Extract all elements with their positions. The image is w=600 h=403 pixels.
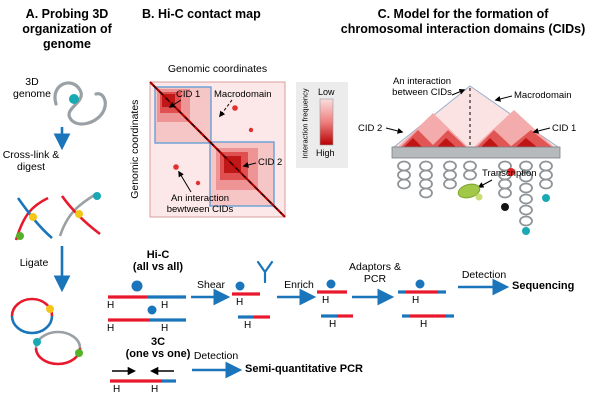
antibody-icon [256,260,274,284]
cid1-label-model: CID 1 [552,123,577,134]
h-label: H [107,323,115,334]
enriched-fragments [317,279,353,318]
h-label: H [161,300,169,311]
hic-library-fragments [108,280,186,322]
map-pointer-arrows [168,99,257,193]
cid-model-triangles [391,85,561,159]
detection-label-sequencing: Detection [461,269,507,281]
crosslinked-fragments [14,192,101,241]
cid1-label-map: CID 1 [176,89,201,100]
enrich-label: Enrich [284,279,314,291]
adaptor-ligated-products [398,279,454,318]
detection-label-pcr: Detection [193,350,239,362]
cid-interaction-label-model: An interaction between CIDs [392,76,452,99]
crosslink-digest-label: Cross-link & digest [2,149,60,174]
hic-method-title: Hi-C [146,249,170,261]
c3-template [110,366,176,383]
model-pointer-arrows [385,88,551,188]
semi-quantitative-pcr-label: Semi-quantitative PCR [245,363,363,375]
genomic-coordinates-left-label: Genomic coordinates [128,99,141,199]
genomic-coordinates-top-label: Genomic coordinates [167,63,268,75]
genome-squiggle [53,81,107,126]
h-label: H [244,320,252,331]
scale-high-label: High [316,148,335,158]
interaction-frequency-scale [296,82,348,168]
dna-mark-dots [501,168,550,235]
h-label: H [113,384,121,395]
sheared-fragments [232,281,270,319]
shear-label: Shear [196,279,226,291]
transcription-label: Transcription [482,168,537,179]
h-label: H [151,384,159,395]
ligate-label: Ligate [19,257,49,269]
macrodomain-label-model: Macrodomain [514,90,572,101]
cid2-label-map: CID 2 [258,157,283,168]
h-label: H [420,319,428,330]
h-label: H [329,319,337,330]
adaptors-pcr-label: Adaptors & PCR [349,261,401,286]
h-label: H [412,295,420,306]
cid2-label-model: CID 2 [358,123,383,134]
h-label: H [236,297,244,308]
ligated-fragments [10,297,83,366]
rna-polymerase-icon [457,183,483,201]
cid-interaction-label-map: An interaction bewtween CIDs [166,193,234,216]
h-label: H [107,300,115,311]
sequencing-label: Sequencing [512,280,575,292]
panel-b-title: B. Hi-C contact map [142,7,261,21]
scale-low-label: Low [318,87,335,97]
macrodomain-label-map: Macrodomain [214,89,272,100]
h-label: H [322,295,330,306]
dna-coils [397,160,553,227]
interaction-frequency-label: Interaction frequency [300,88,310,159]
panel-c-title: C. Model for the formation of chromosoma… [340,7,586,36]
c3-method-title: 3C [150,336,166,348]
c3-method-subtitle: (one vs one) [125,348,191,360]
hic-method-subtitle: (all vs all) [132,261,184,273]
panel-a-title: A. Probing 3D organization of genome [22,7,112,51]
genome-3d-label: 3D genome [13,76,51,101]
h-label: H [161,323,169,334]
